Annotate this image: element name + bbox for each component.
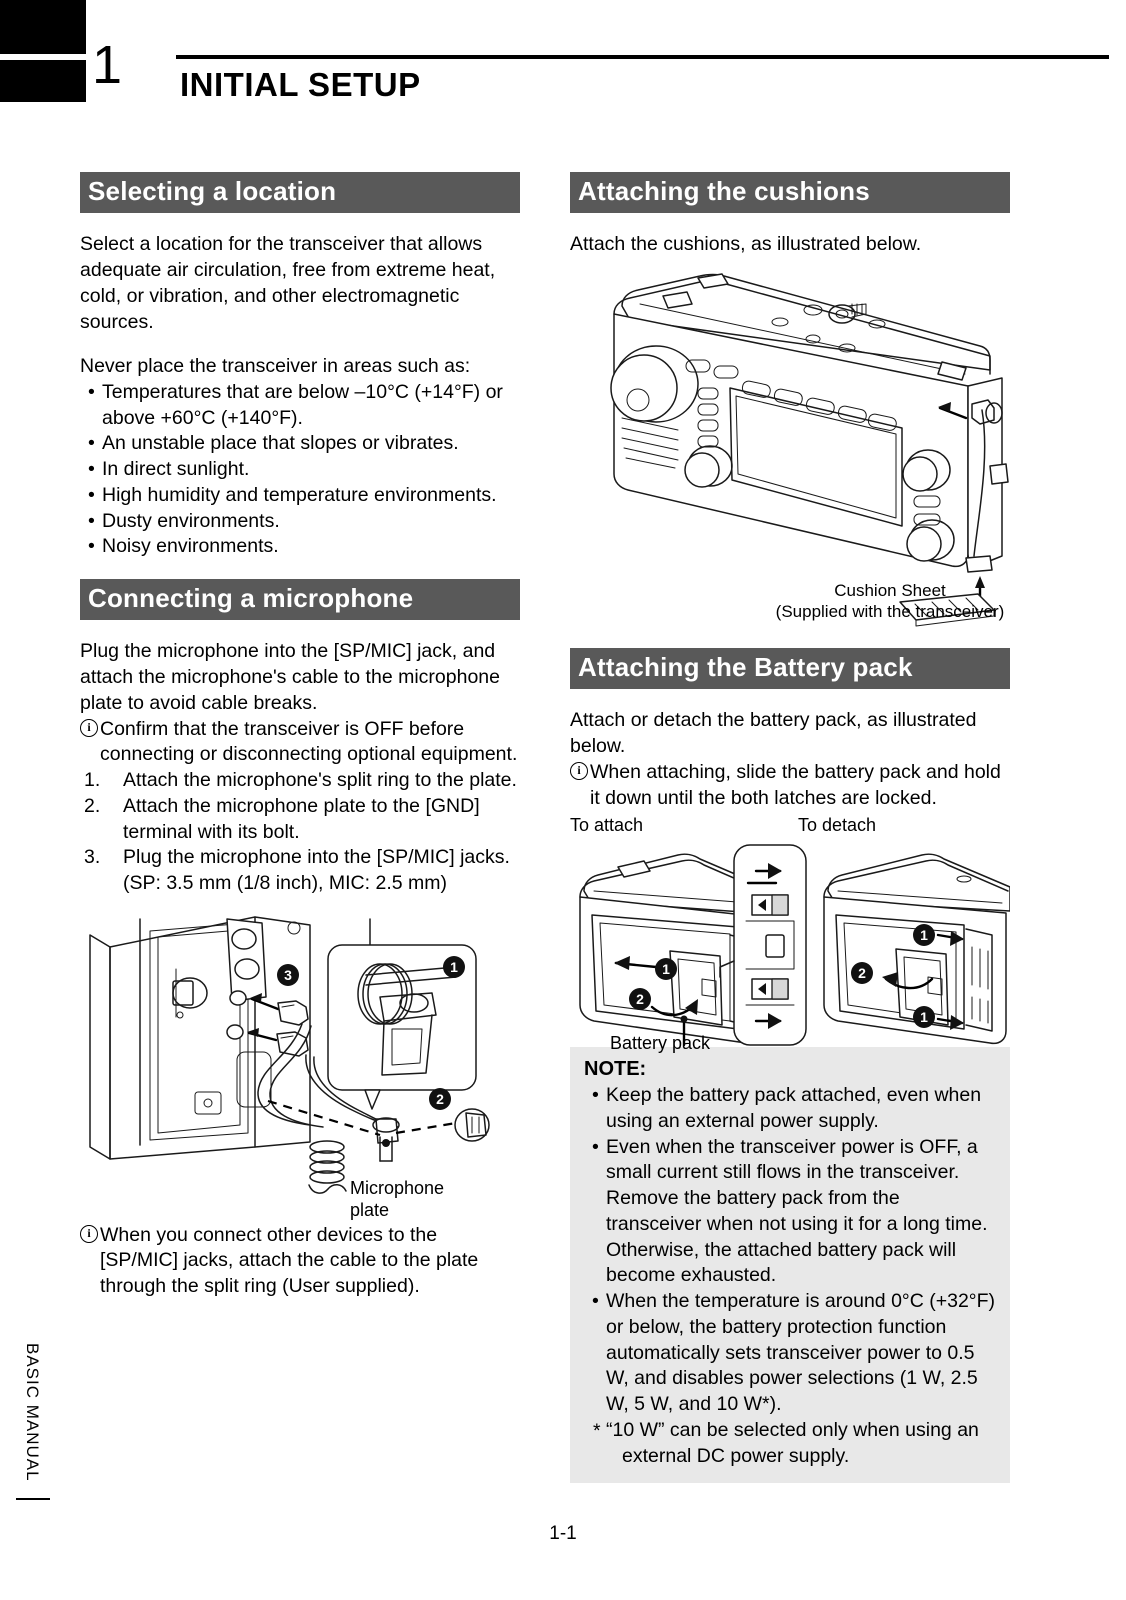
section-heading-connecting-a-microphone: Connecting a microphone (80, 579, 520, 621)
note-footnote-line2: external DC power supply. (622, 1444, 850, 1467)
attach-callout-2: 2 (636, 991, 644, 1007)
section-heading-attaching-the-cushions: Attaching the cushions (570, 172, 1010, 214)
to-attach-label: To attach (570, 815, 644, 836)
battery-illustration: 1 2 (579, 844, 1010, 1047)
detach-callout-1a: 1 (920, 927, 928, 943)
microphone-connection-figure: 1 3 2 Microphone plate (80, 897, 520, 1220)
callout-2: 2 (436, 1091, 444, 1107)
chapter-number: 1 (92, 35, 122, 95)
header-corner-block-top (0, 0, 86, 54)
header-divider-rule (176, 55, 1109, 59)
info-circle-icon: i (80, 1224, 98, 1243)
microphone-info-note-1: i Confirm that the transceiver is OFF be… (80, 717, 520, 768)
side-tab-rule (16, 1498, 50, 1500)
list-item: High humidity and temperature environmen… (80, 483, 520, 509)
list-item: Dusty environments. (80, 509, 520, 535)
section-heading-selecting-a-location: Selecting a location (80, 172, 520, 214)
battery-info-note: i When attaching, slide the battery pack… (570, 760, 1010, 811)
list-item: Plug the microphone into the [SP/MIC] ja… (84, 845, 510, 895)
battery-intro: Attach or detach the battery pack, as il… (570, 709, 977, 758)
microphone-info-note-2-text: When you connect other devices to the [S… (100, 1223, 479, 1298)
cushion-caption: Cushion Sheet (Supplied with the transce… (770, 580, 1010, 623)
battery-pack-label: Battery pack (610, 1033, 711, 1054)
microphone-steps-list: Attach the microphone's split ring to th… (80, 768, 520, 897)
page-title: INITIAL SETUP (180, 66, 421, 103)
list-item: When the temperature is around 0°C (+32°… (584, 1289, 996, 1418)
list-item: In direct sunlight. (80, 457, 520, 483)
attach-callout-1: 1 (662, 961, 670, 977)
list-item: Noisy environments. (80, 534, 520, 560)
detach-callout-2: 2 (858, 965, 866, 981)
note-title: NOTE: (584, 1058, 647, 1081)
right-column: Attaching the cushions Attach the cushio… (570, 172, 1010, 1484)
microphone-info-note-1-text: Confirm that the transceiver is OFF befo… (100, 717, 518, 766)
list-item: Attach the microphone plate to the [GND]… (84, 794, 480, 843)
detach-callout-1b: 1 (920, 1009, 928, 1025)
microphone-connection-illustration: 1 3 2 (89, 916, 490, 1194)
callout-1: 1 (450, 959, 458, 975)
battery-attach-detach-figure: To attach To detach (570, 815, 1010, 1053)
microphone-plate-label: Microphone plate (350, 1177, 445, 1221)
cushion-attach-figure: Cushion Sheet (Supplied with the transce… (570, 258, 1010, 648)
note-list: Keep the battery pack attached, even whe… (584, 1083, 996, 1418)
side-tab-basic-manual: BASIC MANUAL (23, 1343, 42, 1482)
list-item: Keep the battery pack attached, even whe… (584, 1083, 996, 1134)
cushion-caption-line2: (Supplied with the transceiver) (775, 602, 1005, 622)
cushion-caption-line1: Cushion Sheet (834, 581, 946, 601)
cushions-intro: Attach the cushions, as illustrated belo… (570, 233, 922, 256)
note-footnote-line1: “10 W” can be selected only when using a… (584, 1418, 996, 1444)
battery-info-note-text: When attaching, slide the battery pack a… (590, 760, 1001, 809)
microphone-intro: Plug the microphone into the [SP/MIC] ja… (80, 640, 500, 714)
section-heading-attaching-the-battery-pack: Attaching the Battery pack (570, 648, 1010, 690)
info-circle-icon: i (80, 718, 98, 737)
header-corner-block-bottom (0, 60, 86, 102)
left-column: Selecting a location Select a location f… (80, 172, 520, 1300)
selecting-location-intro: Select a location for the transceiver th… (80, 233, 496, 333)
never-place-intro: Never place the transceiver in areas suc… (80, 355, 471, 378)
never-place-list: Temperatures that are below –10°C (+14°F… (80, 380, 520, 560)
to-detach-label: To detach (798, 815, 877, 836)
page-number: 1-1 (549, 1523, 577, 1544)
microphone-info-note-2: i When you connect other devices to the … (80, 1223, 520, 1300)
info-circle-icon: i (570, 761, 588, 780)
list-item: An unstable place that slopes or vibrate… (80, 431, 520, 457)
list-item: Temperatures that are below –10°C (+14°F… (80, 380, 520, 431)
transceiver-illustration (610, 273, 1009, 627)
note-box: NOTE: Keep the battery pack attached, ev… (570, 1047, 1010, 1484)
list-item: Even when the transceiver power is OFF, … (584, 1135, 996, 1289)
callout-3: 3 (284, 967, 292, 983)
list-item: Attach the microphone's split ring to th… (84, 768, 517, 793)
